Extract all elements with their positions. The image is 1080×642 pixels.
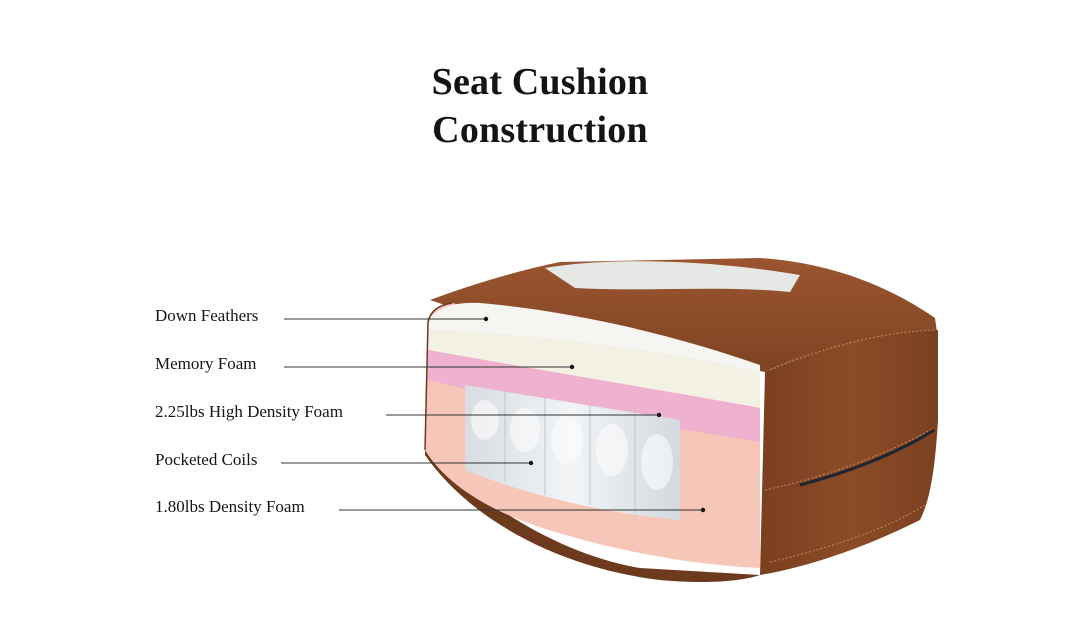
callout-point-memory-foam xyxy=(569,364,575,370)
down-feathers-layer xyxy=(428,302,760,372)
label-base-density-foam: 1.80lbs Density Foam xyxy=(155,497,305,516)
callout-point-pocketed-coils xyxy=(528,460,534,466)
title-line-2: Construction xyxy=(432,109,648,151)
label-high-density-foam: 2.25lbs High Density Foam xyxy=(155,402,343,421)
callout-point-down-feathers xyxy=(483,316,489,322)
label-memory-foam: Memory Foam xyxy=(155,354,257,373)
page-title: Seat Cushion Construction xyxy=(0,58,1080,154)
zipper xyxy=(799,428,935,487)
label-pocketed-coils: Pocketed Coils xyxy=(155,450,258,469)
callout-point-base-foam xyxy=(700,507,706,513)
high-density-foam-layer xyxy=(428,350,760,442)
title-line-1: Seat Cushion xyxy=(431,61,649,103)
callout-point-high-density-foam xyxy=(656,412,662,418)
callout-lines xyxy=(281,316,706,513)
cushion-cut-face xyxy=(424,302,760,568)
leather-cover xyxy=(425,258,938,583)
memory-foam-layer xyxy=(428,330,760,408)
label-down-feathers: Down Feathers xyxy=(155,306,259,325)
